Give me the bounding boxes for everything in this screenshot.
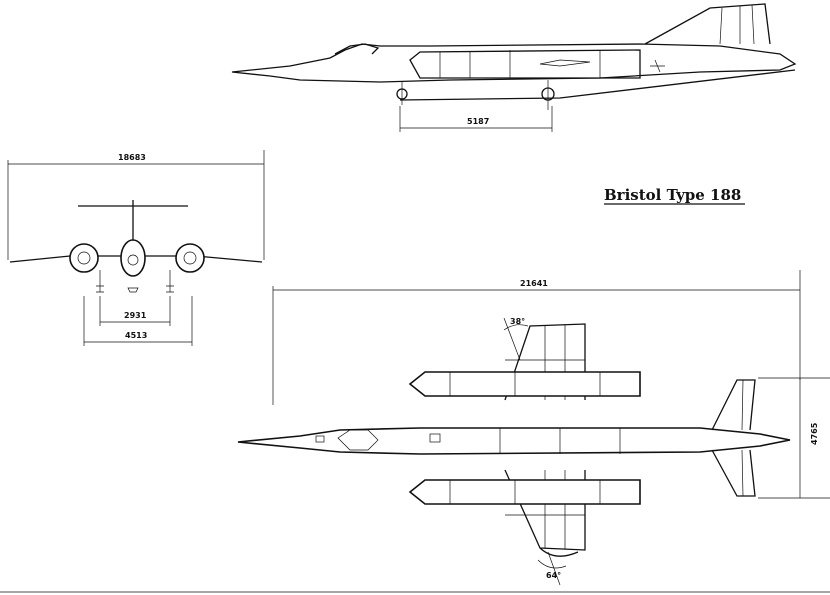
drawing-title: Bristol Type 188 [604, 186, 741, 204]
plan-length-label: 21641 [520, 279, 548, 288]
plan-tip-angle-label: 64° [546, 571, 561, 580]
plan-tailplane [711, 379, 756, 497]
side-wheelbase-label: 5187 [467, 117, 489, 126]
side-wing [399, 69, 796, 101]
side-canopy [334, 43, 380, 55]
side-fin [644, 3, 771, 45]
front-left-nacelle [69, 243, 99, 273]
plan-canopy [337, 429, 379, 451]
front-track-inner-label: 2931 [124, 311, 147, 320]
plan-upper-nacelle [408, 371, 641, 397]
front-span-label: 18683 [118, 153, 146, 162]
plan-view: 21641 38° 64° [237, 270, 830, 586]
front-track-outer-label: 4513 [125, 331, 147, 340]
plan-wing-lower [504, 469, 586, 551]
plan-wing-upper [504, 323, 586, 401]
plan-tail-span-label: 4765 [810, 422, 819, 445]
front-right-nacelle [175, 243, 205, 273]
plan-lower-nacelle [408, 479, 641, 505]
front-view: 18683 2931 4513 [7, 150, 265, 346]
plan-fuselage [237, 427, 791, 455]
plan-sweep-angle-label: 38° [510, 317, 525, 326]
side-engine-nacelle [409, 49, 641, 79]
side-view: 5187 [231, 3, 797, 132]
front-fuselage [120, 239, 146, 277]
side-fuselage [231, 43, 797, 83]
